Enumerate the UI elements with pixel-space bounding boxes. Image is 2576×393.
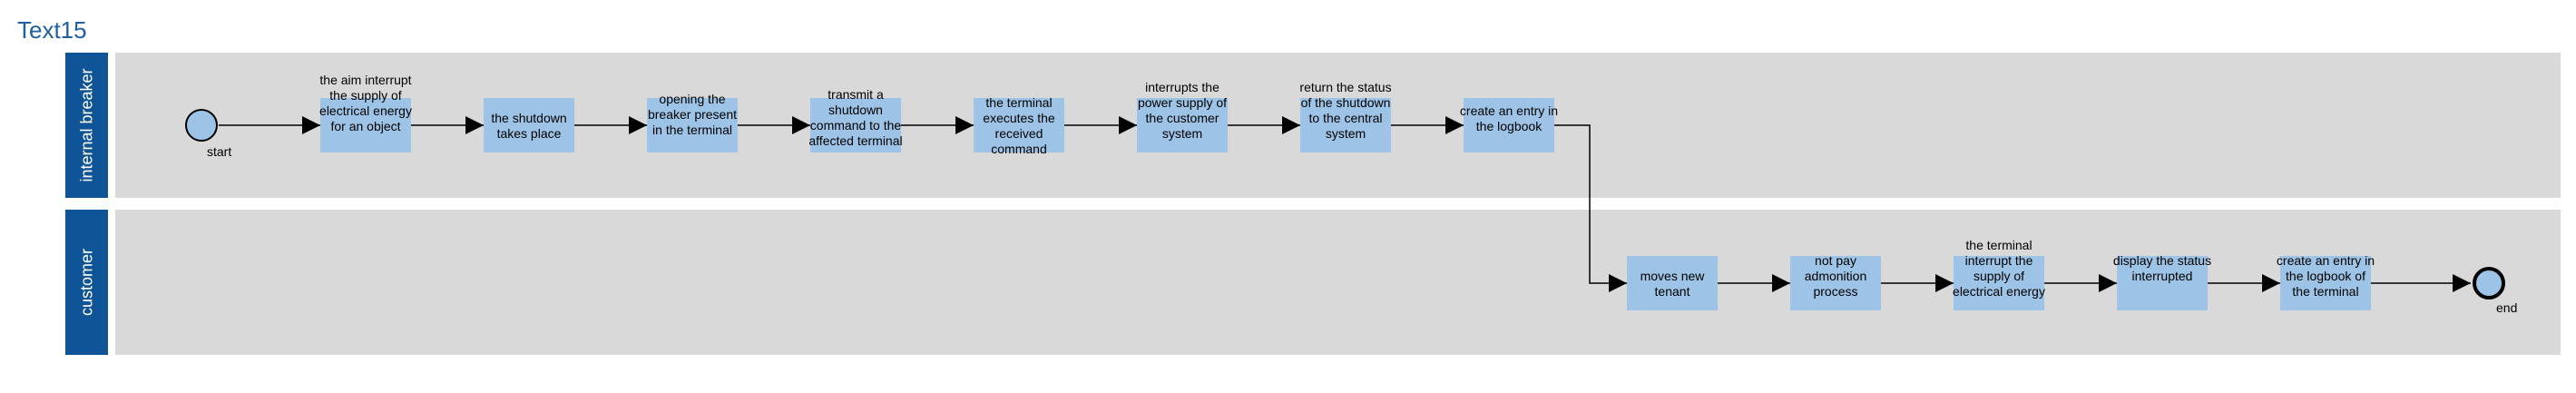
task-label: display the status interrupted bbox=[2112, 253, 2212, 283]
task-label: the shutdown takes place bbox=[491, 111, 567, 141]
task-box[interactable] bbox=[1300, 98, 1391, 152]
start-event[interactable] bbox=[185, 109, 218, 142]
task-box[interactable] bbox=[1627, 256, 1718, 310]
lane-header-customer: customer bbox=[65, 210, 108, 355]
task-label: interrupts the power supply of the custo… bbox=[1137, 80, 1228, 141]
end-event-label: end bbox=[2496, 300, 2518, 315]
task-label: not pay admonition process bbox=[1804, 253, 1867, 299]
task-box[interactable] bbox=[1790, 256, 1881, 310]
task-box[interactable] bbox=[1137, 98, 1228, 152]
task-box[interactable] bbox=[810, 98, 901, 152]
task-label: opening the breaker present in the termi… bbox=[647, 92, 738, 137]
task-box[interactable] bbox=[1954, 256, 2044, 310]
task-box[interactable] bbox=[974, 98, 1064, 152]
task-label: the terminal executes the received comma… bbox=[983, 95, 1055, 156]
task-box[interactable] bbox=[2280, 256, 2371, 310]
task-box[interactable] bbox=[320, 98, 411, 152]
task-box[interactable] bbox=[647, 98, 738, 152]
lane-header-internal-breaker: internal breaker bbox=[65, 53, 108, 198]
start-event-label: start bbox=[207, 144, 232, 159]
diagram-title: Text15 bbox=[17, 16, 87, 44]
task-box[interactable] bbox=[2117, 256, 2208, 310]
task-label: the aim interrupt the supply of electric… bbox=[319, 73, 412, 133]
task-box[interactable] bbox=[484, 98, 574, 152]
end-event[interactable] bbox=[2473, 267, 2505, 300]
task-label: return the status of the shutdown to the… bbox=[1299, 80, 1392, 141]
task-label: transmit a shutdown command to the affec… bbox=[808, 87, 903, 148]
task-label: create an entry in the logbook of the te… bbox=[2276, 253, 2375, 299]
task-label: moves new tenant bbox=[1640, 269, 1705, 299]
flow-task-8-to-task-9 bbox=[1554, 124, 1627, 292]
task-label: the terminal interrupt the supply of ele… bbox=[1953, 238, 2045, 299]
task-label: create an entry in the logbook bbox=[1459, 103, 1559, 133]
task-box[interactable] bbox=[1464, 98, 1554, 152]
